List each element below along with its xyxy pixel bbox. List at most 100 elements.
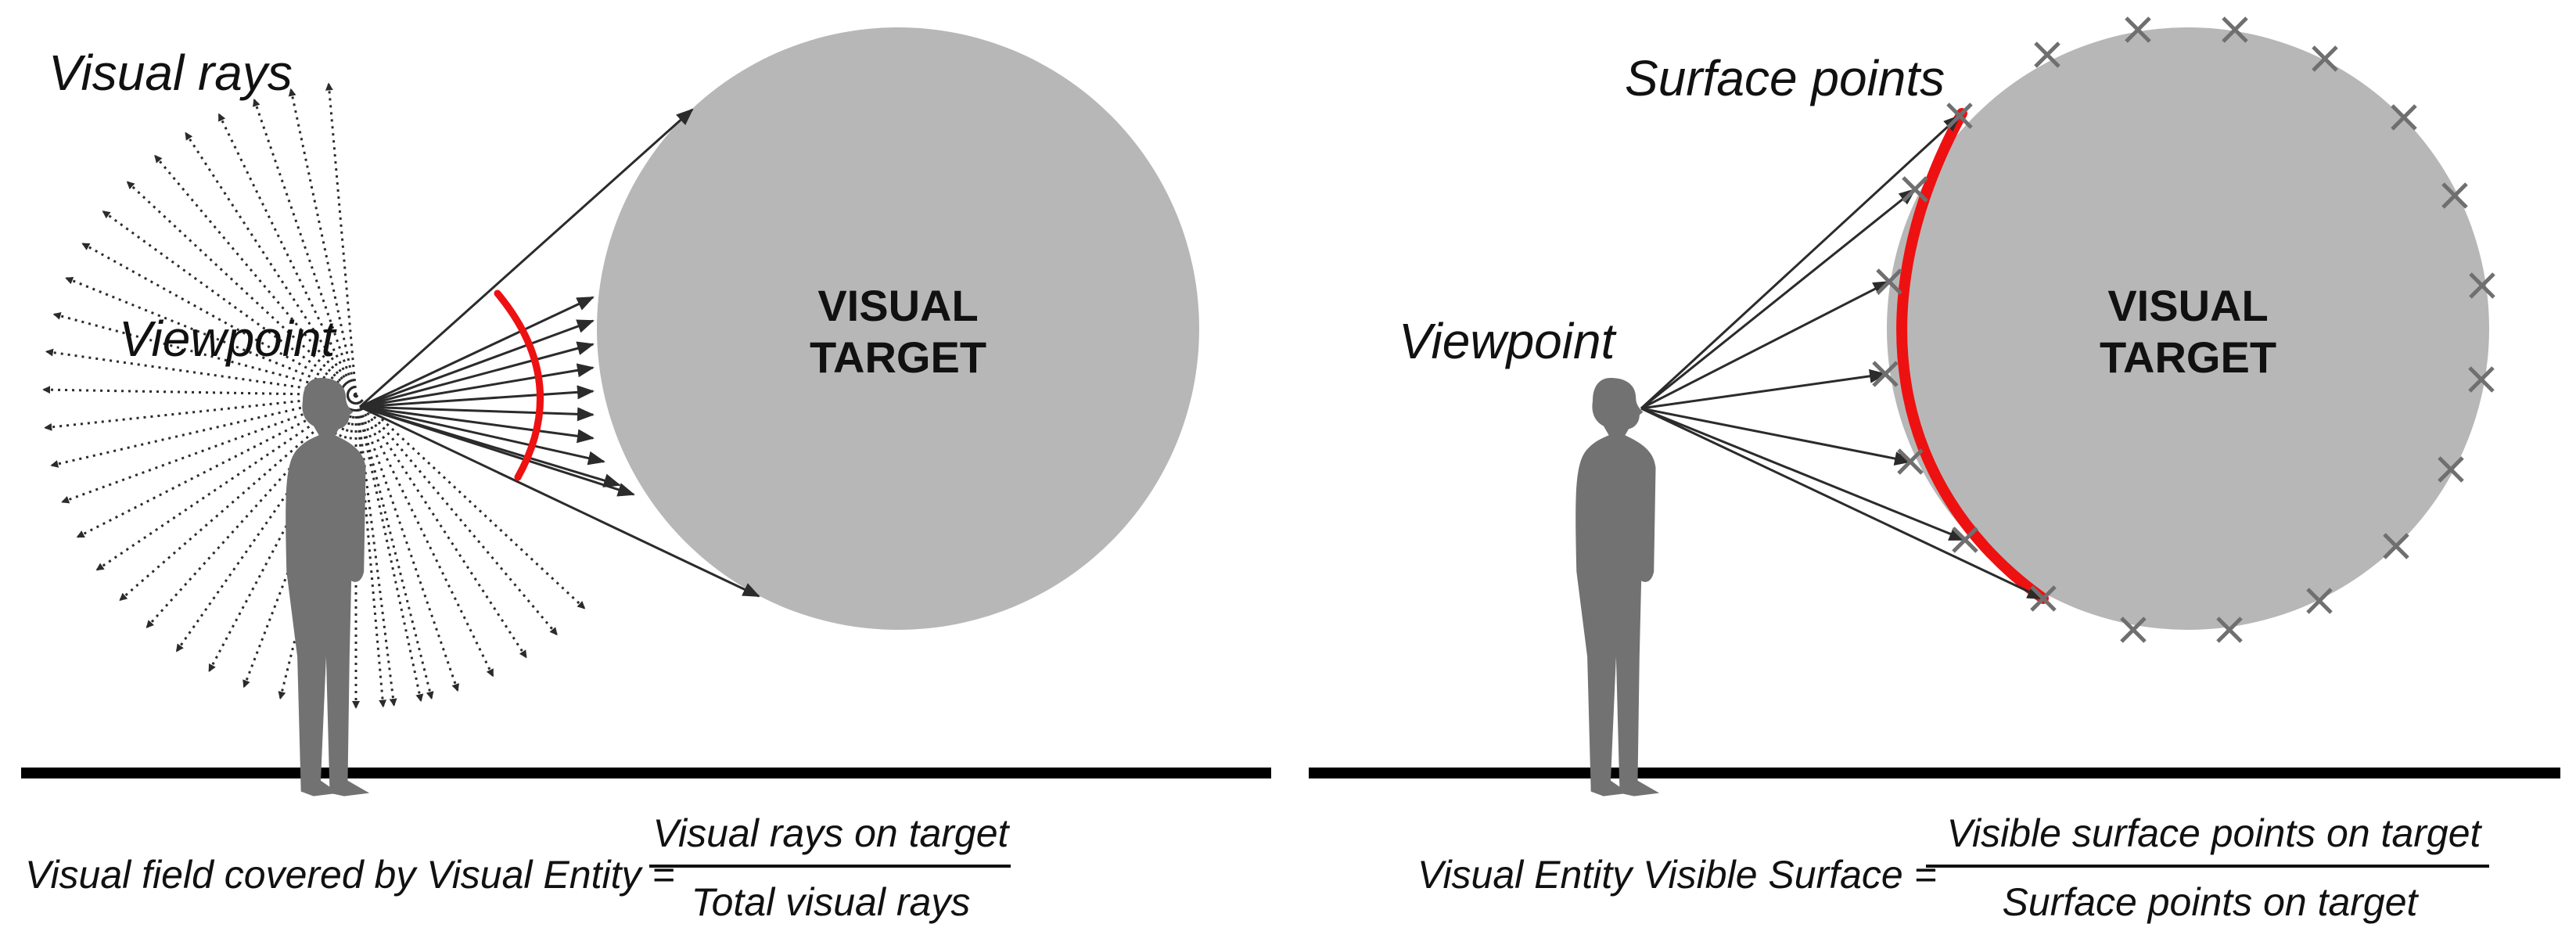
visual-target-circle-right (1887, 27, 2489, 630)
visual-target-circle-left (597, 27, 1199, 630)
visual-ray (184, 131, 357, 396)
visual-ray (61, 394, 357, 504)
visual-ray (42, 386, 357, 397)
surface-point-stroke (2312, 45, 2338, 72)
surface-point-marker (2120, 617, 2147, 643)
surface-point-stroke (2468, 366, 2495, 393)
surface-point-marker (2034, 41, 2060, 68)
surface-point-stroke (2383, 533, 2409, 559)
surface-rays (1640, 114, 2045, 600)
visual-ray-on-target (359, 385, 595, 408)
surface-point-stroke (1902, 176, 1928, 203)
visual-target-label-line2-right: TARGET (2100, 333, 2276, 382)
visual-ray-on-target (359, 405, 635, 497)
visual-ray (119, 394, 357, 602)
visual-ray-on-target (359, 319, 595, 408)
visual-ray (76, 394, 357, 538)
visual-ray-on-target (359, 296, 595, 408)
visual-ray (65, 276, 357, 397)
visual-field-arc (494, 289, 544, 481)
visual-ray-on-target (359, 405, 595, 422)
surface-point-marker (2216, 617, 2243, 643)
formula-lhs-right: Visual Entity Visible Surface = (1417, 853, 1937, 897)
formula-numerator-left: Visual rays on target (653, 811, 1011, 855)
visual-target-label-line2-left: TARGET (810, 333, 986, 382)
surface-point-stroke (2120, 617, 2147, 643)
surface-point-marker (2306, 588, 2333, 614)
surface-ray (1640, 407, 1912, 466)
person-silhouette-right (1575, 378, 1660, 796)
visual-ray (102, 210, 357, 397)
viewpoint-label-right: Viewpoint (1399, 313, 1617, 369)
fraction-bar-right (1926, 865, 2489, 868)
formula-numerator-right: Visible surface points on target (1947, 811, 2483, 855)
visual-ray (153, 154, 357, 396)
surface-ray (1640, 407, 1967, 541)
ground-line-left (21, 768, 1271, 778)
surface-point-marker (2391, 104, 2417, 131)
visual-ray (253, 98, 357, 396)
surface-point-stroke (1952, 527, 1978, 553)
visual-ray (354, 394, 528, 659)
visual-ray (354, 394, 586, 609)
surface-ray (1640, 369, 1887, 410)
visual-target-label-line1-right: VISUAL (2107, 281, 2268, 330)
surface-point-stroke (1946, 102, 1973, 129)
surface-points (1872, 16, 2495, 643)
surface-point-marker (1897, 448, 1924, 475)
surface-point-stroke (2034, 41, 2060, 68)
visual-ray (354, 394, 459, 692)
ground-line-right (1309, 768, 2560, 778)
surface-point-marker (2312, 45, 2338, 72)
surface-point-marker (2222, 16, 2248, 43)
visual-ray (81, 242, 357, 397)
surface-point-stroke (1872, 361, 1899, 387)
surface-point-stroke (2391, 104, 2417, 131)
visual-ray (325, 82, 357, 396)
visual-ray (354, 394, 424, 703)
surface-point-marker (1952, 527, 1978, 553)
surface-point-stroke (2125, 16, 2151, 43)
visual-ray-on-target (359, 405, 760, 598)
surface-ray (1640, 280, 1891, 410)
visual-rays-fan (42, 82, 586, 709)
surface-point-marker (2030, 585, 2057, 612)
visual-ray (45, 348, 357, 397)
visual-rays-label: Visual rays (49, 45, 293, 101)
visual-ray-on-target (359, 363, 595, 408)
visual-ray (126, 181, 357, 397)
visual-ray (207, 394, 357, 673)
surface-point-marker (2125, 16, 2151, 43)
visual-ray (354, 394, 434, 700)
visible-surface-arc (1896, 108, 2049, 604)
visual-ray (354, 394, 387, 708)
surface-point-stroke (2030, 585, 2057, 612)
surface-ray (1640, 188, 1917, 410)
surface-point-marker (2441, 182, 2468, 209)
formula-denominator-right: Surface points on target (2003, 880, 2420, 924)
surface-point-stroke (2216, 617, 2243, 643)
surface-ray (1640, 407, 2045, 600)
visual-ray (52, 311, 357, 397)
visual-ray (217, 113, 357, 396)
visual-ray (354, 394, 559, 636)
surface-point-marker (1902, 176, 1928, 203)
surface-points-label: Surface points (1625, 50, 1945, 106)
surface-point-stroke (2222, 16, 2248, 43)
surface-point-stroke (2306, 588, 2333, 614)
visual-ray (50, 394, 357, 468)
surface-point-marker (2468, 366, 2495, 393)
visual-ray (95, 394, 357, 571)
visual-ray (354, 394, 494, 678)
formula-denominator-left: Total visual rays (692, 880, 971, 924)
surface-point-marker (2438, 456, 2464, 483)
surface-point-stroke (2441, 182, 2468, 209)
visual-ray (288, 88, 357, 396)
visual-ray (175, 394, 357, 653)
visual-target-label-line1-left: VISUAL (817, 281, 978, 330)
visual-ray (354, 394, 397, 706)
surface-point-stroke (1876, 268, 1902, 295)
visual-ray-on-target (359, 405, 595, 444)
